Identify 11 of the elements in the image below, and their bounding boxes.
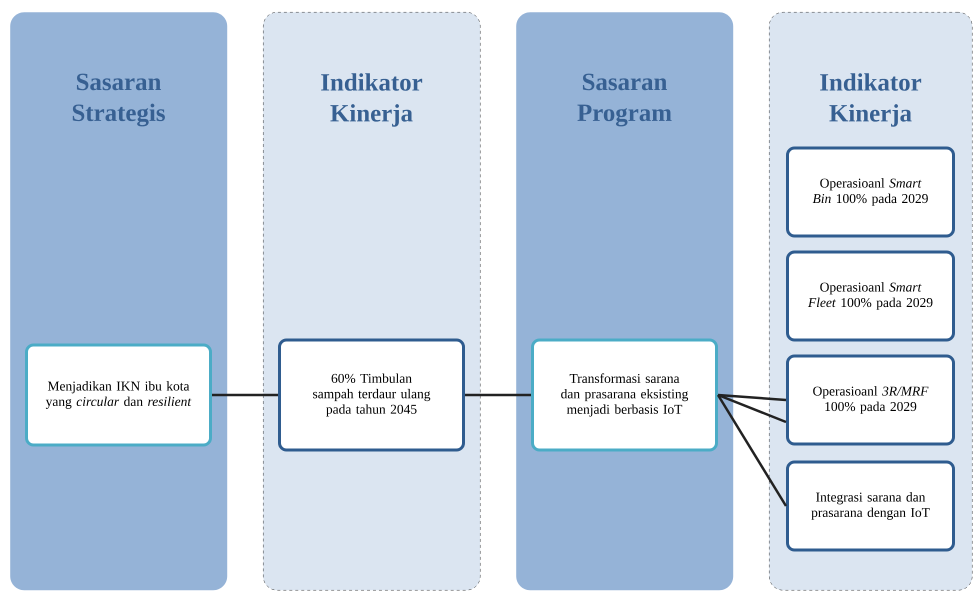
- text-box: Operasioanl Smart Fleet 100% pada 2029: [786, 250, 955, 342]
- text-box: Operasioanl Smart Bin 100% pada 2029: [786, 146, 955, 238]
- connector-line: [212, 394, 278, 396]
- connector-line: [718, 394, 786, 424]
- text-box: Operasioanl 3R/MRF 100% pada 2029: [786, 354, 955, 446]
- text-box: Menjadikan IKN ibu kota yang circular dan resilient: [25, 344, 212, 446]
- text-box: Transformasi sarana dan prasarana eksisting menjadi berbasis IoT: [531, 338, 718, 452]
- connector-line: [718, 394, 786, 402]
- text-box: 60% Timbulan sampah terdaur ulang pada tahun 2045: [278, 338, 465, 452]
- text-box: Integrasi sarana dan prasarana dengan IoT: [786, 460, 955, 552]
- connector-line: [465, 394, 531, 396]
